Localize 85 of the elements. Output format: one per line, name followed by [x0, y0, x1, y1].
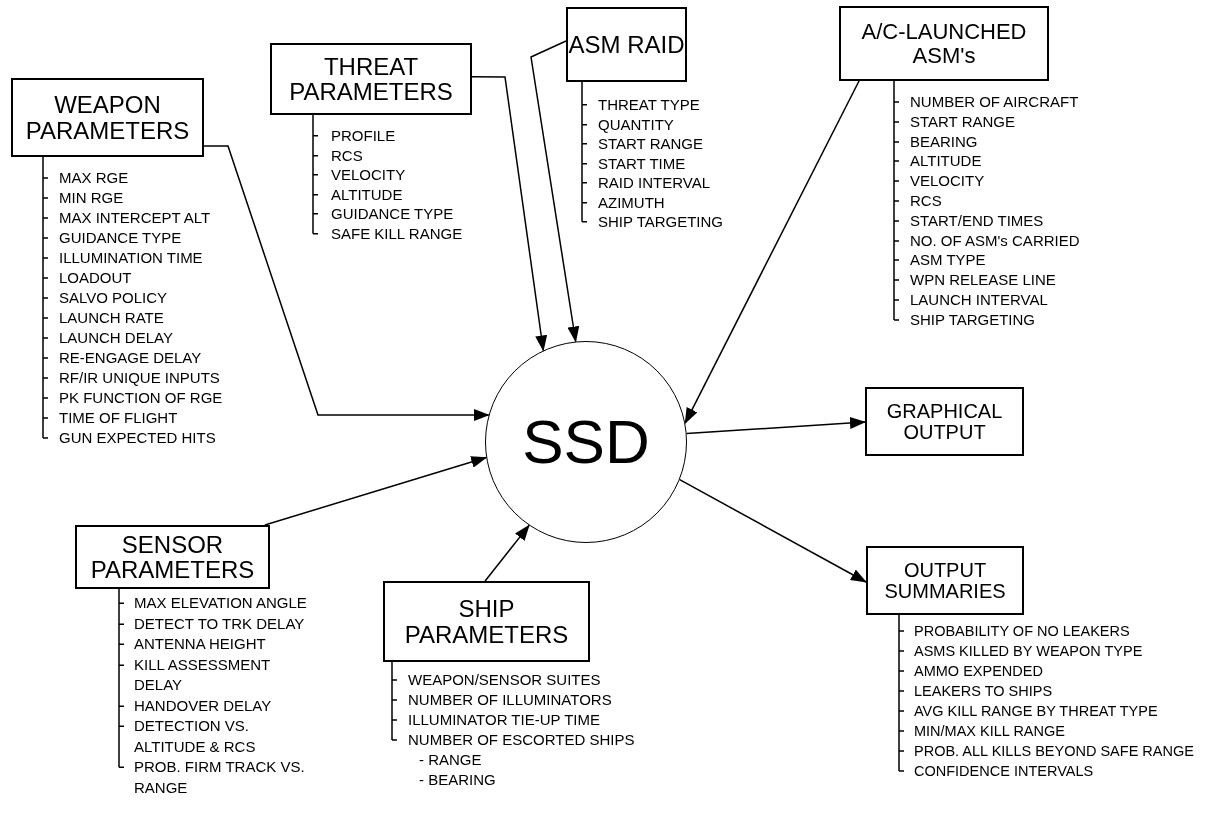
list-item: ALTITUDE: [331, 184, 404, 204]
list-item: SAFE KILL RANGE: [331, 223, 464, 243]
parameter-box: [75, 525, 270, 589]
arrow: [484, 524, 530, 582]
list-item: MIN/MAX KILL RANGE: [914, 722, 1066, 741]
list-item: DETECT TO TRK DELAY: [134, 613, 306, 634]
list-item: LAUNCH RATE: [59, 308, 165, 328]
list-item: ILLUMINATION TIME: [59, 248, 204, 268]
arrow: [264, 456, 488, 526]
list-item: HANDOVER DELAY: [134, 695, 273, 716]
list-item: PK FUNCTION OF RGE: [59, 388, 224, 408]
arrow: [684, 80, 860, 424]
list-item: START/END TIMES: [910, 210, 1045, 231]
arrow: [471, 76, 548, 352]
list-item: SHIP TARGETING: [910, 309, 1037, 330]
box-label: SENSOR PARAMETERS: [89, 531, 256, 583]
list-item: ANTENNA HEIGHT: [134, 634, 267, 654]
list-item: PROB. FIRM TRACK VS. RANGE: [134, 757, 306, 798]
list-item: LAUNCH INTERVAL: [910, 289, 1049, 310]
list-item: SALVO POLICY: [59, 288, 169, 308]
list-item: RAID INTERVAL: [598, 173, 711, 193]
list-item: - BEARING: [419, 770, 497, 790]
list-item: AMMO EXPENDED: [914, 662, 1044, 681]
list-item: START TIME: [598, 153, 687, 173]
list-item: GUIDANCE TYPE: [59, 228, 183, 248]
list-item: MAX ELEVATION ANGLE: [134, 593, 308, 613]
list-item: START RANGE: [598, 134, 705, 154]
list-item: ASMS KILLED BY WEAPON TYPE: [914, 642, 1144, 661]
box-label: THREAT PARAMETERS: [288, 53, 454, 105]
list-item: LOADOUT: [59, 268, 133, 288]
list-item: THREAT TYPE: [598, 95, 701, 115]
arrow: [685, 417, 866, 435]
list-item: PROB. ALL KILLS BEYOND SAFE RANGE: [914, 742, 1195, 761]
list-item: TIME OF FLIGHT: [59, 408, 179, 428]
list-item: AVG KILL RANGE BY THREAT TYPE: [914, 702, 1159, 721]
list-item: ALTITUDE: [910, 151, 983, 172]
list-item: WEAPON/SENSOR SUITES: [408, 670, 602, 690]
parameter-box: [566, 7, 687, 82]
parameter-box: [270, 43, 472, 115]
list-item: START RANGE: [910, 111, 1017, 132]
list-item: LAUNCH DELAY: [59, 328, 174, 348]
list-item: VELOCITY: [910, 171, 986, 191]
box-label: ASM RAID: [568, 31, 685, 58]
list-item: NUMBER OF ILLUMINATORS: [408, 690, 613, 710]
parameter-box: [865, 387, 1024, 456]
list-item: PROFILE: [331, 126, 397, 146]
list-item: NUMBER OF ESCORTED SHIPS: [408, 730, 636, 750]
list-item: ILLUMINATOR TIE-UP TIME: [408, 710, 601, 730]
list-item: QUANTITY: [598, 114, 675, 134]
list-item: DETECTION VS. ALTITUDE & RCS: [134, 716, 257, 757]
parameter-box: [839, 6, 1049, 81]
list-item: KILL ASSESSMENT DELAY: [134, 654, 271, 695]
arrow: [203, 145, 490, 421]
box-label: SSD: [522, 409, 650, 475]
box-label: A/C-LAUNCHED ASM's: [860, 20, 1028, 67]
list-item: MAX RGE: [59, 168, 130, 188]
list-item: LEAKERS TO SHIPS: [914, 682, 1054, 701]
list-item: VELOCITY: [331, 165, 407, 185]
parameter-box: [383, 581, 590, 662]
list-item: GUN EXPECTED HITS: [59, 428, 217, 448]
list-item: NO. OF ASM's CARRIED: [910, 230, 1081, 251]
parameter-box: [866, 546, 1024, 615]
list-item: PROBABILITY OF NO LEAKERS: [914, 622, 1131, 641]
list-item: SHIP TARGETING: [598, 212, 725, 232]
arrow: [530, 40, 580, 343]
list-item: NUMBER OF AIRCRAFT: [910, 92, 1080, 112]
arrow: [678, 478, 867, 583]
box-label: OUTPUT SUMMARIES: [883, 559, 1007, 602]
list-item: GUIDANCE TYPE: [331, 204, 455, 224]
parameter-box: [11, 78, 204, 157]
list-item: - RANGE: [419, 750, 483, 770]
box-label: WEAPON PARAMETERS: [24, 92, 191, 143]
list-item: ASM TYPE: [910, 250, 987, 271]
list-item: WPN RELEASE LINE: [910, 270, 1057, 290]
box-label: GRAPHICAL OUTPUT: [885, 400, 1004, 443]
list-item: BEARING: [910, 131, 979, 152]
list-item: MIN RGE: [59, 188, 125, 208]
list-item: MAX INTERCEPT ALT: [59, 208, 212, 228]
list-item: CONFIDENCE INTERVALS: [914, 762, 1095, 781]
list-item: RCS: [910, 191, 943, 211]
list-item: RF/IR UNIQUE INPUTS: [59, 368, 221, 388]
list-item: RE-ENGAGE DELAY: [59, 348, 203, 368]
list-item: AZIMUTH: [598, 192, 666, 212]
box-label: SHIP PARAMETERS: [403, 596, 570, 647]
list-item: RCS: [331, 145, 364, 165]
